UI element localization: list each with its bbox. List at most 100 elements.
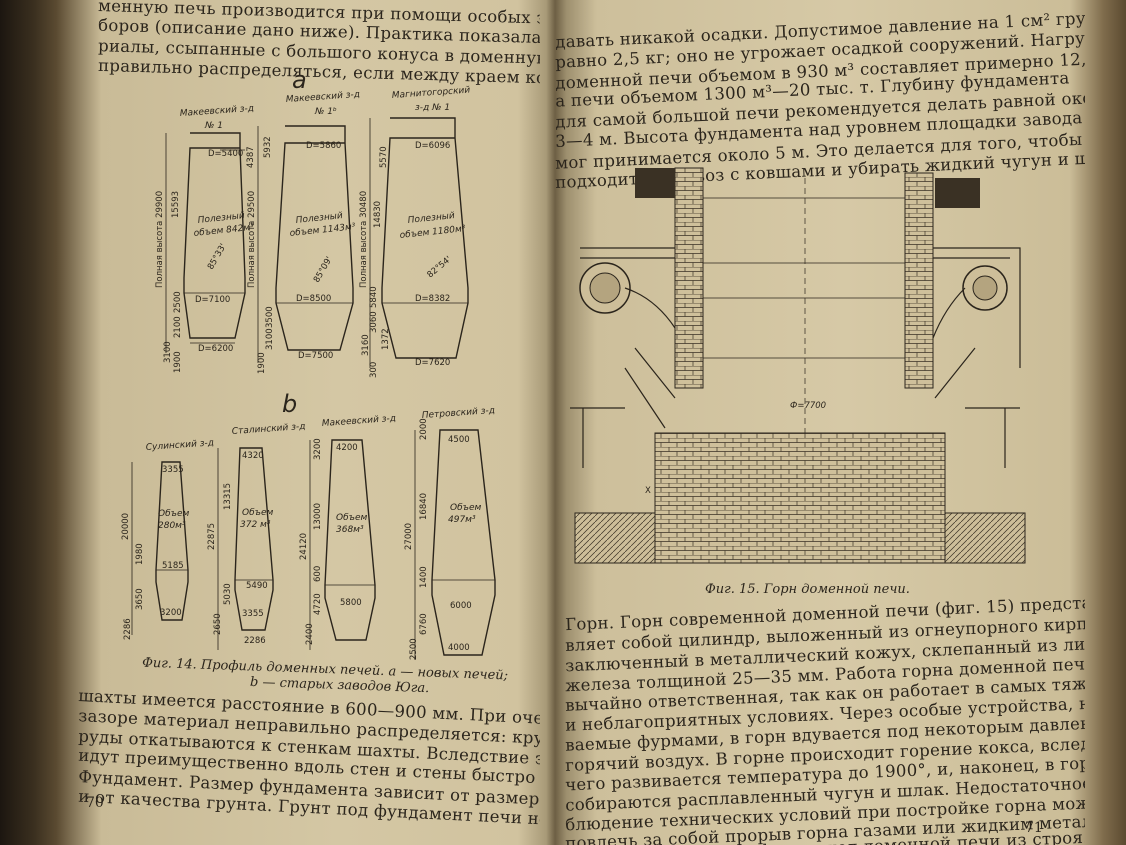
profile-stalin: Сталинский з-д 4320 Объем 372 м³ 5490 33…	[207, 422, 306, 650]
d-top: 4200	[336, 443, 358, 453]
d-mid: 6000	[450, 601, 472, 611]
dim-label: 1900	[173, 351, 183, 373]
volume-label-2: 280м³	[158, 521, 186, 531]
foundation-left	[574, 512, 656, 564]
d-bot: 4000	[448, 643, 470, 653]
d-mid: D=8382	[415, 294, 450, 304]
dim-label: 3500	[265, 306, 275, 328]
profile-magnitogorsk-1: Магнитогорский з-д № 1 D=6096 Полезный о…	[359, 86, 471, 378]
total-height: Полная высота 30480	[359, 191, 369, 288]
figure-14a-profiles: Макеевский з-д № 1 D=5400 Полезный объем…	[155, 86, 471, 378]
dim-label: 1400	[419, 566, 429, 588]
volume-label-1: Объем	[336, 513, 368, 523]
height-label: 24120	[299, 533, 309, 560]
works-label: Макеевский з-д	[180, 104, 255, 119]
dim-label: 1980	[135, 543, 145, 565]
interior-lines	[703, 178, 905, 438]
d-bot: D=7620	[415, 358, 450, 368]
dim-label: 1900	[257, 352, 267, 374]
d-mid: 5490	[246, 581, 268, 591]
dim-label: 4720	[313, 593, 323, 615]
dim-label: 3650	[135, 588, 145, 610]
dim-label: 3100	[265, 328, 275, 350]
works-number: № 1ᵇ	[314, 107, 337, 117]
profile-petrovsky: Петровский з-д 4500 Объем 497м³ 6000 400…	[404, 406, 496, 660]
d-mid: 5800	[340, 598, 362, 608]
d-mid: 5185	[162, 561, 184, 571]
volume-label-1: Полезный	[407, 211, 455, 226]
volume-label-1: Полезный	[197, 211, 245, 226]
foundation-right	[944, 512, 1026, 564]
d-bot: D=7500	[298, 351, 333, 361]
d-base: 2286	[244, 636, 266, 646]
volume-label-2: 372 м³	[240, 520, 271, 530]
angle-label: 82°54'	[426, 254, 454, 280]
volume-label-1: Объем	[242, 508, 274, 518]
dim-label: 3200	[313, 438, 323, 460]
dim-label: 2500	[409, 638, 419, 660]
works-label: Сталинский з-д	[232, 422, 306, 437]
diameter-label: Ф=7700	[790, 401, 826, 411]
height-label: 22875	[207, 523, 217, 550]
right-top-block	[935, 178, 980, 208]
d-top: D=5400	[208, 149, 243, 159]
profile-sulin: Сулинский з-д 3355 Объем 280м³ 5185 3200…	[121, 438, 214, 640]
sub-height: 14830	[373, 201, 383, 228]
total-height: Полная высота 29900	[155, 191, 165, 288]
right-bustle-inner	[972, 275, 998, 301]
works-label: Сулинский з-д	[146, 438, 215, 453]
page-number: 70	[86, 795, 104, 811]
dim-label: 3060	[369, 311, 379, 333]
dim-label: 300	[369, 362, 379, 378]
d-bot: D=6200	[198, 344, 233, 354]
sub-height: 15593	[171, 191, 181, 218]
figure-label-b: b	[282, 390, 298, 418]
dim-label: 2500	[173, 291, 183, 313]
volume-label-2: 497м³	[448, 515, 476, 525]
dim-label: 6760	[419, 613, 429, 635]
left-top-block	[635, 168, 675, 198]
dim-label: 600	[313, 566, 323, 582]
figure-15-caption: Фиг. 15. Горн доменной печи.	[705, 582, 910, 597]
left-wall	[674, 167, 704, 389]
d-mid: D=8500	[296, 294, 331, 304]
works-label: Магнитогорский	[392, 86, 471, 101]
section-mark: X	[645, 486, 651, 496]
volume-label-2: объем 1180м³	[399, 224, 466, 241]
sub-height: 5932	[263, 136, 273, 158]
dim-label: 2000	[419, 418, 429, 440]
dim-label: 5840	[369, 286, 379, 308]
height-label: 20000	[121, 513, 131, 540]
volume-label-1: Объем	[158, 509, 190, 519]
figure-14b-profiles: Сулинский з-д 3355 Объем 280м³ 5185 3200…	[121, 406, 496, 660]
dim-label: 3160	[361, 334, 371, 356]
figure-label-a: a	[292, 66, 307, 94]
dim-label: 2100	[173, 316, 183, 338]
d-top: 4320	[242, 451, 264, 461]
right-page: давать никакой осадки. Допустимое давлен…	[545, 0, 1085, 845]
dim-label: 2400	[305, 623, 315, 645]
angle-label: 85°09'	[312, 255, 335, 284]
works-number: з-д № 1	[415, 103, 450, 113]
height-label: 27000	[404, 523, 414, 550]
dim-label: 4387	[246, 146, 256, 168]
left-page: менную печь производится при помощи особ…	[70, 0, 540, 845]
d-top: D=6096	[415, 141, 450, 151]
dim-label: 5030	[223, 583, 233, 605]
dim-label: 2286	[123, 618, 133, 640]
page-number: 71	[1025, 820, 1043, 836]
volume-label-1: Объем	[450, 503, 482, 513]
sub-height: 13315	[223, 483, 233, 510]
volume-label-1: Полезный	[295, 211, 343, 226]
dim-label: 3100	[163, 341, 173, 363]
profile-makeevka-1: Макеевский з-д № 1 D=5400 Полезный объем…	[155, 104, 256, 373]
dim-label: 2650	[213, 613, 223, 635]
d-top: D=5860	[306, 141, 341, 151]
dim-label: 1372	[381, 328, 391, 350]
works-label: Петровский з-д	[422, 406, 496, 421]
d-top: 3355	[162, 465, 184, 475]
volume-label-2: 368м³	[336, 525, 364, 535]
sub-height: 13000	[313, 503, 323, 530]
figure-15-hearth: Ф=7700 X	[570, 167, 1026, 564]
